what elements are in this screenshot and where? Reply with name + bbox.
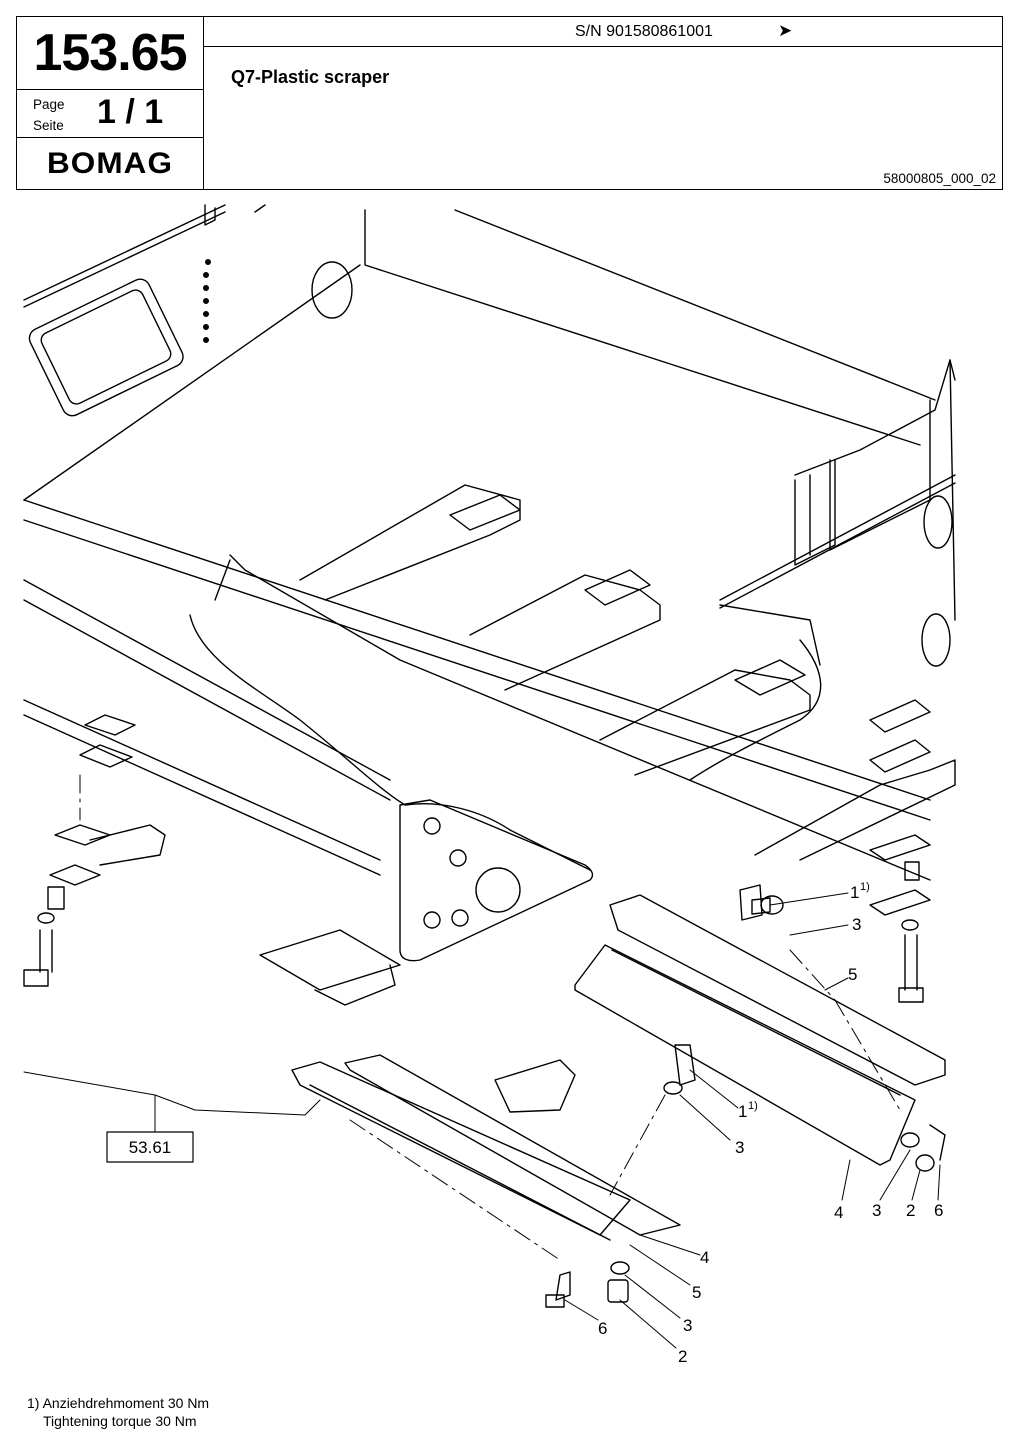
torque-footnote: 1) Anziehdrehmoment 30 Nm Tightening tor…: [27, 1394, 209, 1430]
page-label-de: Seite: [33, 118, 64, 133]
callout-1: 1: [850, 883, 859, 902]
callout-3: 3: [872, 1201, 881, 1220]
callout-1-footnote-ref: 1): [748, 1100, 758, 1112]
callout-3: 3: [852, 915, 861, 934]
callout-4: 4: [834, 1203, 843, 1222]
title-column: S/N 901580861001 ➤ Q7-Plastic scraper 58…: [203, 17, 1002, 189]
callout-5: 5: [848, 965, 857, 984]
reference-box: [106, 1131, 194, 1163]
page-title: Q7-Plastic scraper: [231, 67, 390, 87]
page-label-en: Page: [33, 97, 65, 112]
arrow-icon: ➤: [778, 21, 793, 40]
callout-2: 2: [678, 1347, 687, 1366]
callout-labels: 1 1) 3 5 1 1) 3 4 3 2 6 4 5 3 6 2: [598, 881, 943, 1366]
reference-label: 53.61: [129, 1138, 172, 1157]
serial-number: S/N 901580861001: [575, 23, 713, 40]
frame-structure: [23, 204, 956, 1113]
leader-lines: [23, 892, 941, 1349]
callout-4: 4: [700, 1248, 709, 1267]
callout-3: 3: [683, 1316, 692, 1335]
serial-row: S/N 901580861001 ➤: [203, 17, 1002, 47]
page-info-column: 153.65 Page Seite 1 / 1 BOMAG: [17, 17, 204, 189]
alignment-lines: [79, 774, 901, 1261]
callout-2: 2: [906, 1201, 915, 1220]
footnote-line-en: Tightening torque 30 Nm: [43, 1413, 197, 1429]
callout-6: 6: [934, 1201, 943, 1220]
callout-1-footnote-ref: 1): [860, 881, 870, 893]
document-id: 58000805_000_02: [883, 171, 996, 186]
page-count-row: Page Seite 1 / 1: [17, 89, 203, 138]
callout-6: 6: [598, 1319, 607, 1338]
page-fraction: 1 / 1: [97, 93, 164, 131]
exploded-parts-drawing: 53.61 1 1) 3 5 1 1) 3 4 3 2 6 4 5 3 6 2: [23, 204, 956, 1366]
page-label: Page Seite: [33, 94, 65, 136]
bomag-logo: BOMAG: [47, 146, 174, 180]
callout-3: 3: [735, 1138, 744, 1157]
callout-5: 5: [692, 1283, 701, 1302]
logo-row: BOMAG: [17, 138, 203, 189]
footnote-line-de: 1) Anziehdrehmoment 30 Nm: [27, 1395, 210, 1411]
page-number: 153.65: [17, 17, 203, 90]
scraper-right: [574, 884, 946, 1172]
scraper-left: [291, 1044, 696, 1308]
callout-1: 1: [738, 1102, 747, 1121]
title-block: 153.65 Page Seite 1 / 1 BOMAG S/N 901580…: [16, 16, 1003, 190]
